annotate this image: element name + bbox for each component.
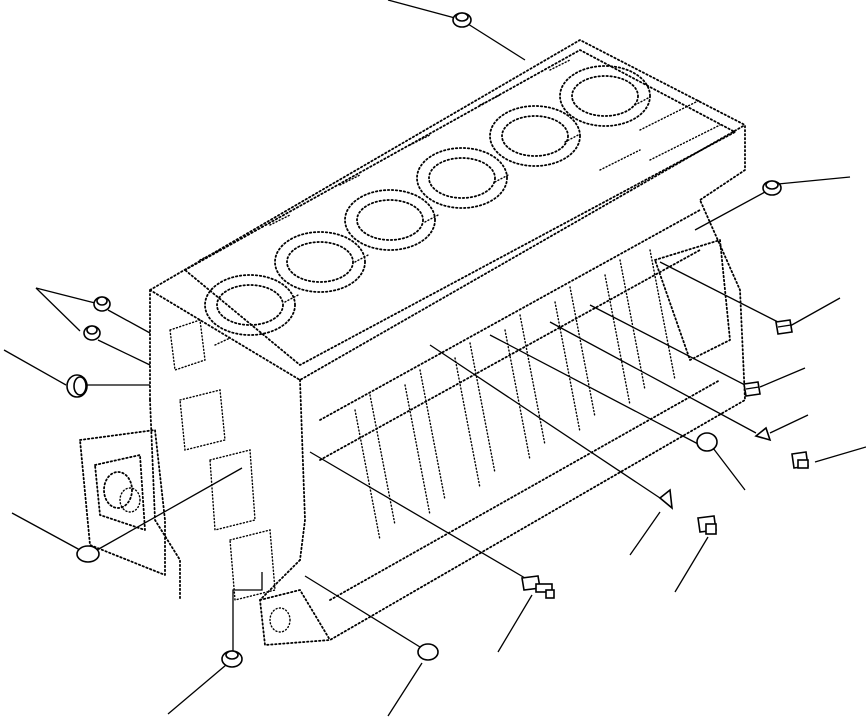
part-plug-top — [452, 12, 472, 28]
part-plug-left-1 — [66, 374, 88, 398]
part-bolt-right-1 — [775, 319, 793, 335]
part-bolt-right-3 — [791, 451, 809, 469]
leader-lines — [3, 0, 866, 717]
part-bolt-right-lower — [697, 515, 717, 535]
part-bolt-right-2 — [743, 381, 761, 397]
part-plug-left-low — [76, 545, 100, 563]
part-plug-left-3 — [83, 325, 101, 341]
part-washer-right — [754, 426, 772, 442]
part-plug-bottom-2 — [221, 650, 243, 668]
part-plug-right-upper — [762, 180, 782, 196]
part-plug-left-2 — [93, 296, 111, 312]
part-plug-right-mid — [696, 432, 718, 452]
part-washer-right-lower — [658, 488, 674, 510]
part-stud-bottom — [521, 575, 555, 599]
cylinder-block — [79, 39, 746, 646]
part-plug-bottom-1 — [417, 643, 439, 661]
